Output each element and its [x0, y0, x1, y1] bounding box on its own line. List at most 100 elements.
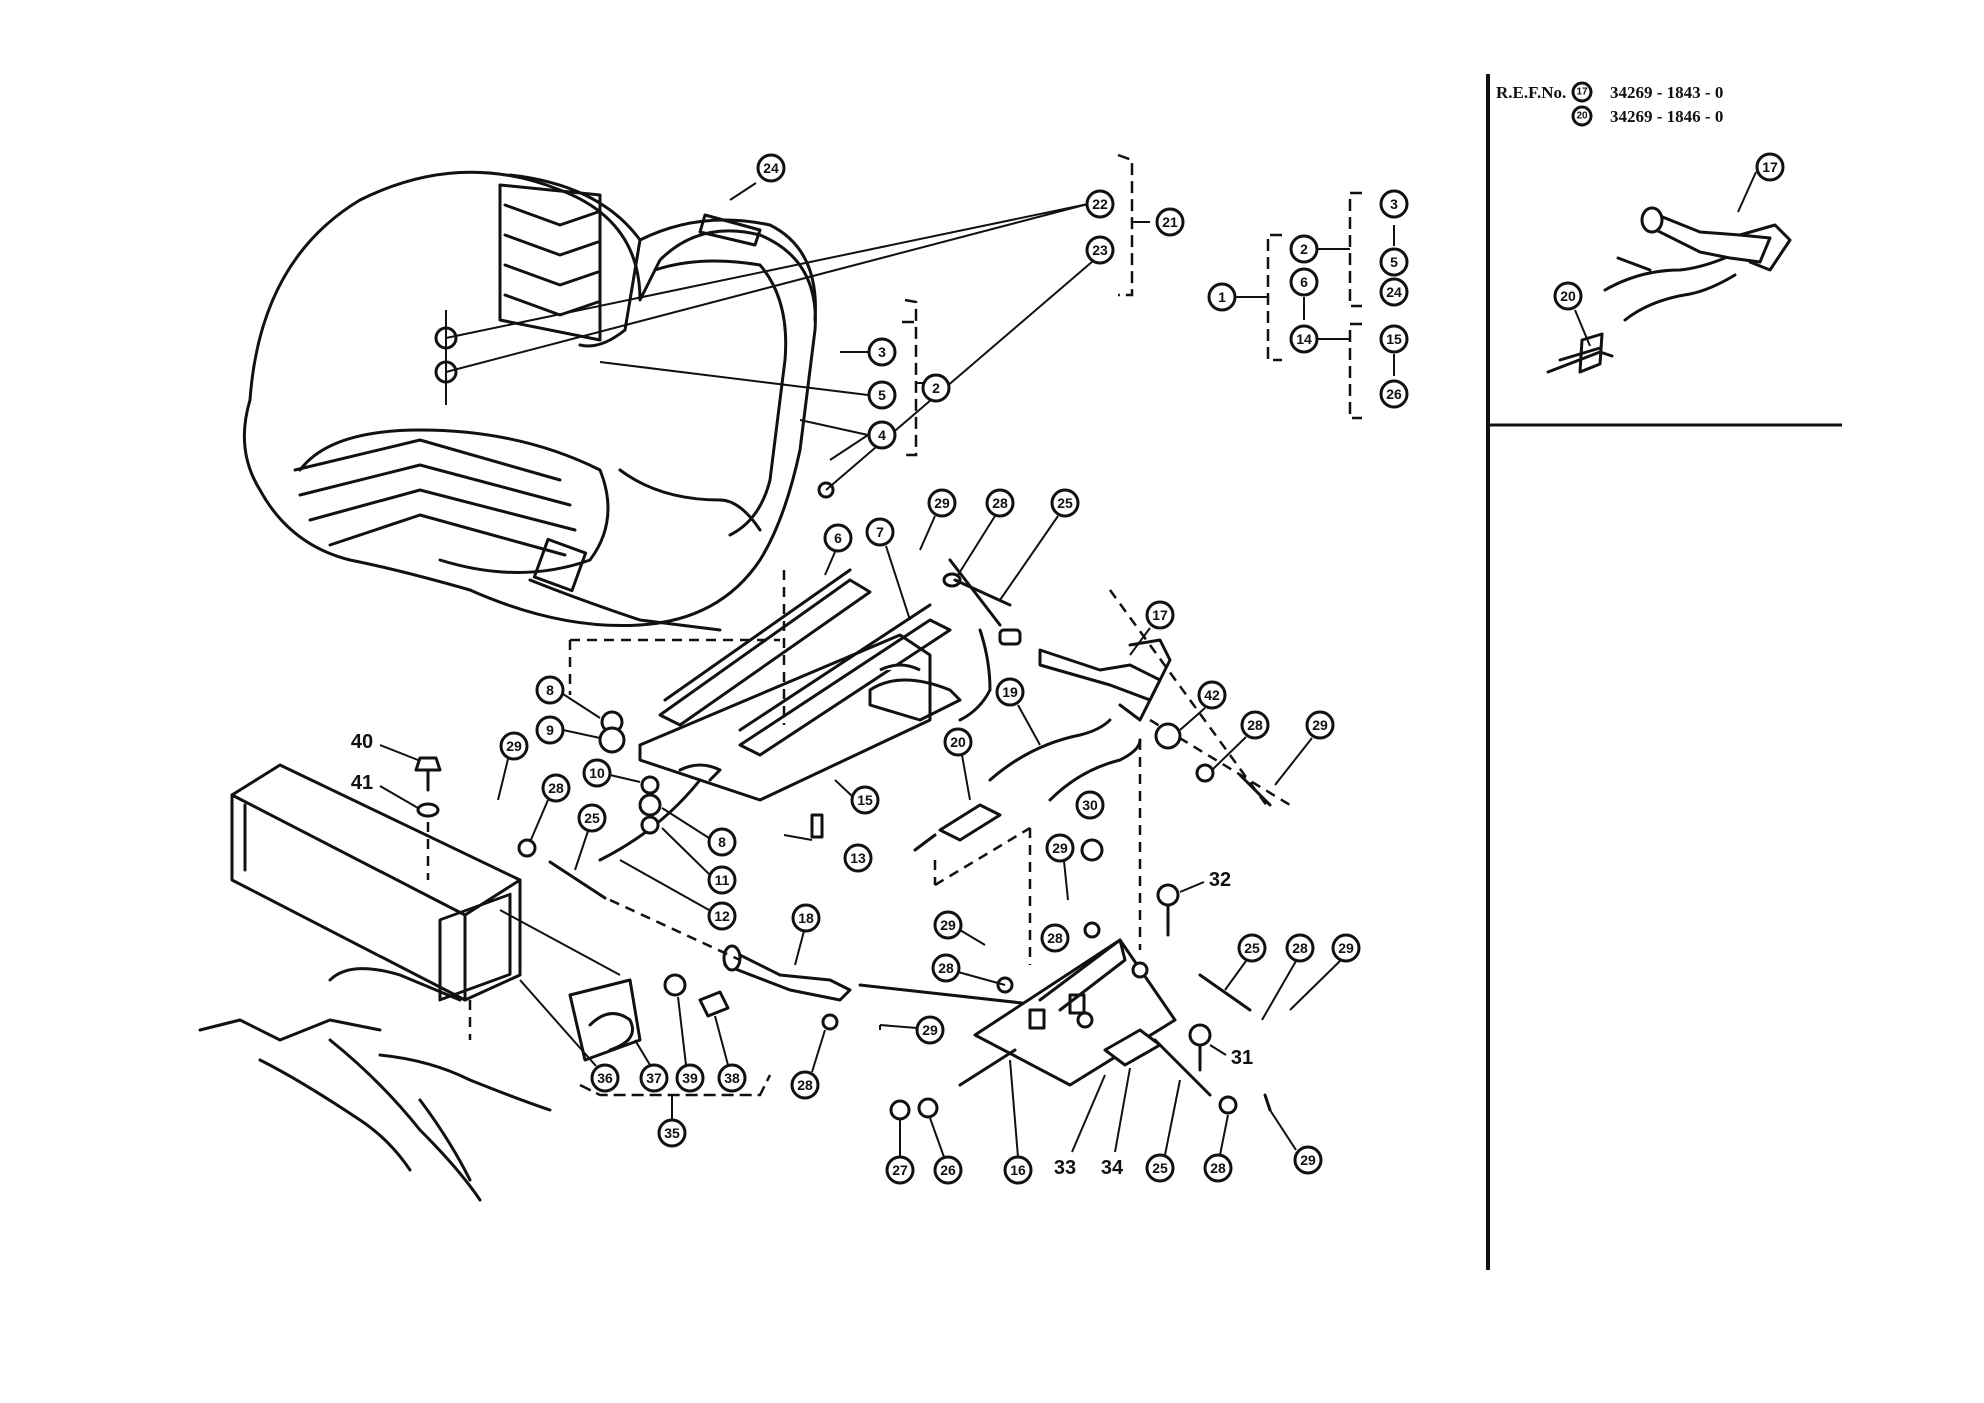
callout-35: 35 — [657, 1118, 687, 1148]
svg-text:29: 29 — [940, 917, 956, 933]
label-41: 41 — [351, 772, 373, 794]
svg-text:29: 29 — [922, 1022, 938, 1038]
callout-8a: 8 — [535, 675, 601, 719]
svg-text:26: 26 — [1386, 386, 1402, 402]
washer-28h — [1218, 1095, 1238, 1115]
svg-text:27: 27 — [892, 1162, 908, 1178]
callout-29e: 29 — [497, 731, 529, 801]
ref-row-2: 20 34269 - 1846 - 0 — [1571, 105, 1723, 127]
svg-text:20: 20 — [1560, 288, 1576, 304]
svg-text:20: 20 — [950, 734, 966, 750]
callout-25c: 25 — [1224, 933, 1267, 991]
svg-text:13: 13 — [850, 850, 866, 866]
ref-row-1: 17 34269 - 1843 - 0 — [1571, 81, 1723, 103]
callout-29g: 29 — [1289, 933, 1361, 1011]
callout-28g: 28 — [1261, 933, 1315, 1021]
svg-text:8: 8 — [718, 834, 726, 850]
svg-text:7: 7 — [876, 524, 884, 540]
svg-text:19: 19 — [1002, 684, 1018, 700]
callout-24-seat-label: 24 — [756, 153, 786, 183]
tree-callout-1: 1 — [1207, 282, 1237, 312]
svg-text:6: 6 — [1300, 274, 1308, 290]
label-40: 40 — [351, 731, 373, 753]
svg-text:28: 28 — [548, 780, 564, 796]
ref-callout-20-text: 20 — [1576, 111, 1588, 122]
svg-text:35: 35 — [664, 1125, 680, 1141]
svg-text:28: 28 — [1210, 1160, 1226, 1176]
tree-callout-3: 3 — [1379, 189, 1409, 219]
ref-callout-17 — [1571, 81, 1593, 103]
svg-text:17: 17 — [1762, 159, 1778, 175]
callout-17: 17 — [1129, 600, 1175, 656]
callout-13: 13 — [843, 843, 873, 873]
callout-3-seat: 3 — [867, 337, 897, 367]
svg-text:15: 15 — [1386, 331, 1402, 347]
label-31: 31 — [1231, 1047, 1253, 1069]
ref-part-number-2: 34269 - 1846 - 0 — [1610, 107, 1723, 126]
pedal-spring-assembly — [913, 558, 1291, 965]
callout-22: 22 — [1085, 189, 1115, 219]
inset-callout-20: 20 — [1553, 281, 1583, 311]
svg-text:25: 25 — [584, 810, 600, 826]
callout-39: 39 — [675, 996, 705, 1093]
callout-5-seat: 5 — [867, 380, 897, 410]
callout-42: 42 — [1179, 680, 1227, 731]
svg-text:24: 24 — [1386, 284, 1402, 300]
seat-callouts — [445, 182, 1101, 491]
svg-text:37: 37 — [646, 1070, 662, 1086]
svg-text:30: 30 — [1082, 797, 1098, 813]
svg-text:18: 18 — [798, 910, 814, 926]
svg-text:12: 12 — [714, 908, 730, 924]
callout-11: 11 — [661, 827, 737, 895]
svg-text:29: 29 — [1300, 1152, 1316, 1168]
svg-text:38: 38 — [724, 1070, 740, 1086]
washer-28e — [517, 838, 537, 858]
callout-15: 15 — [834, 779, 880, 815]
inset-pedal-assembly — [1546, 171, 1792, 374]
svg-text:21: 21 — [1162, 214, 1178, 230]
callout-16: 16 — [1003, 1059, 1033, 1185]
inset-callout-17: 17 — [1755, 152, 1785, 182]
svg-text:8: 8 — [546, 682, 554, 698]
svg-text:28: 28 — [1047, 930, 1063, 946]
callout-29f: 29 — [879, 1015, 945, 1045]
svg-text:29: 29 — [934, 495, 950, 511]
callout-29b: 29 — [1274, 710, 1335, 786]
svg-text:29: 29 — [1338, 940, 1354, 956]
ref-callout-20 — [1571, 105, 1593, 127]
svg-text:25: 25 — [1152, 1160, 1168, 1176]
svg-text:3: 3 — [878, 344, 886, 360]
callout-28e: 28 — [529, 773, 571, 843]
callout-29h: 29 — [1269, 1109, 1323, 1175]
svg-text:26: 26 — [940, 1162, 956, 1178]
svg-text:11: 11 — [715, 872, 730, 888]
tree-callout-6: 6 — [1289, 267, 1319, 297]
label-33: 33 — [1054, 1157, 1076, 1179]
svg-text:28: 28 — [992, 495, 1008, 511]
svg-text:42: 42 — [1204, 687, 1220, 703]
callout-38: 38 — [714, 1015, 747, 1093]
tree-callout-26: 26 — [1379, 379, 1409, 409]
ref-part-number-1: 34269 - 1843 - 0 — [1610, 83, 1723, 102]
callout-28c: 28 — [1040, 923, 1070, 953]
svg-text:4: 4 — [878, 427, 886, 443]
callout-28a: 28 — [957, 488, 1015, 576]
callout-23: 23 — [1085, 235, 1115, 265]
pin-25b — [548, 860, 607, 900]
svg-text:29: 29 — [506, 738, 522, 754]
svg-text:23: 23 — [1092, 242, 1108, 258]
svg-text:17: 17 — [1152, 607, 1168, 623]
reference-panel: R.E.F.No. 17 34269 - 1843 - 0 20 34269 -… — [1486, 74, 1842, 1270]
svg-text:2: 2 — [1300, 241, 1308, 257]
tree-callout-2: 2 — [1289, 234, 1319, 264]
svg-text:9: 9 — [546, 722, 554, 738]
callout-25a: 25 — [999, 488, 1080, 601]
callout-27: 27 — [885, 1120, 915, 1185]
callout-28h: 28 — [1203, 1114, 1233, 1183]
callout-19: 19 — [995, 677, 1041, 746]
callout-29a: 29 — [919, 488, 957, 551]
svg-text:25: 25 — [1057, 495, 1073, 511]
seat-cushion — [242, 170, 835, 632]
svg-text:29: 29 — [1312, 717, 1328, 733]
